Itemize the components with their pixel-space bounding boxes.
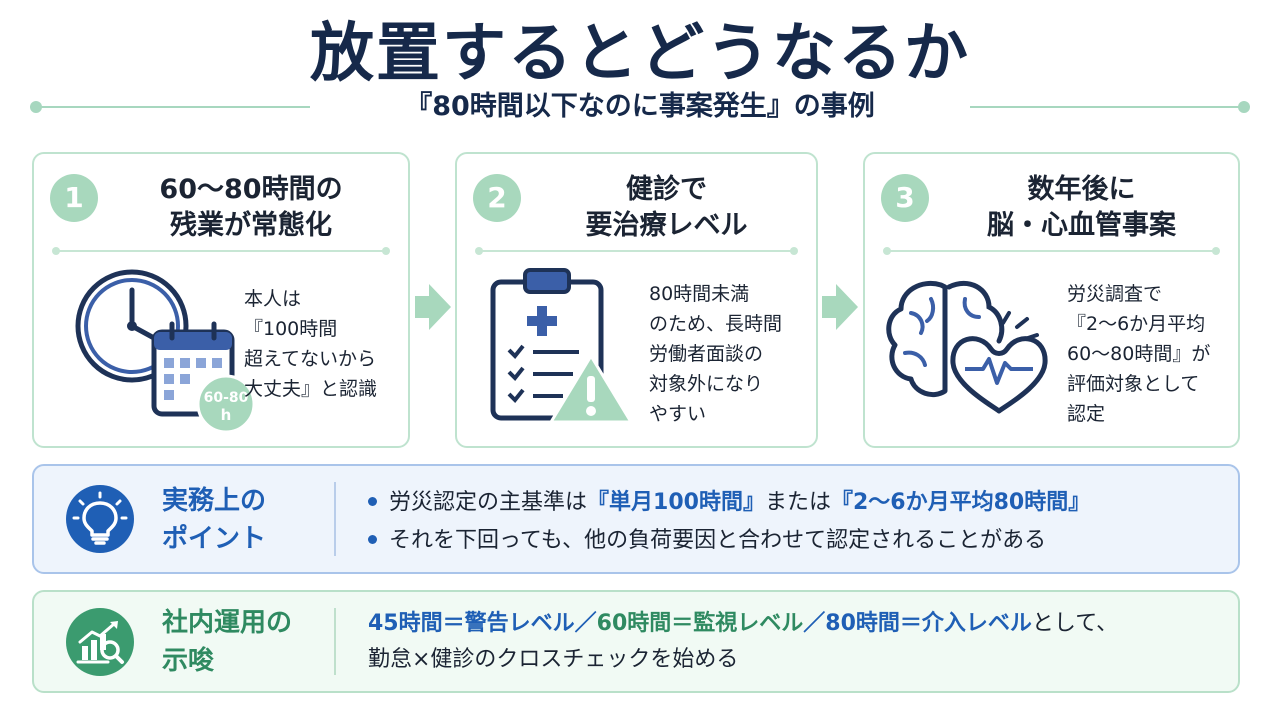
bullet1-highlight-2: 『2〜6か月平均80時間』 — [830, 490, 1091, 515]
step-number-3: 3 — [881, 174, 929, 222]
step-title-1-line2: 残業が常態化 — [170, 210, 332, 241]
ops-separator-2: ／ — [803, 611, 826, 636]
lightbulb-icon — [66, 485, 134, 553]
subtitle-dot-right — [1238, 101, 1250, 113]
page-title: 放置するとどうなるか — [310, 17, 970, 91]
ops-intervene-level: 80時間＝介入レベル — [825, 611, 1032, 636]
bullet1-prefix: 労災認定の主基準は — [389, 490, 588, 515]
practical-point-label: 実務上の ポイント — [162, 486, 267, 554]
internal-ops-panel: 社内運用の 示唆 45時間＝警告レベル／60時間＝監視レベル／80時間＝介入レベ… — [32, 590, 1240, 693]
subtitle-row: 『80時間以下なのに事案発生』の事例 — [30, 92, 1250, 122]
ops-tail: として、 — [1031, 611, 1119, 636]
clock-badge-value: 60-80 — [204, 390, 249, 406]
practical-point-divider — [334, 482, 336, 556]
step-title-2: 健診で 要治療レベル — [527, 172, 806, 244]
step-title-2-line2: 要治療レベル — [585, 210, 748, 241]
ops-separator-1: ／ — [574, 611, 597, 636]
arrow-right-icon — [822, 284, 858, 330]
ops-warning-level: 45時間＝警告レベル — [368, 611, 575, 636]
step-number-2: 2 — [473, 174, 521, 222]
step-divider-2 — [475, 247, 798, 255]
internal-ops-divider — [334, 608, 336, 675]
step-title-2-line1: 健診で — [626, 174, 707, 205]
bullet-dot — [368, 496, 377, 506]
clipboard-warning-icon — [483, 264, 643, 434]
step-card-3: 3 数年後に 脳・心血管事案 労災調査で 『2〜6か月平均 60〜80時間』が … — [863, 152, 1240, 448]
internal-ops-label: 社内運用の 示唆 — [162, 608, 293, 676]
bullet-item-1: 労災認定の主基準は『単月100時間』または『2〜6か月平均80時間』 — [368, 484, 1228, 522]
subtitle-line-right — [970, 106, 1240, 108]
bullet1-highlight-1: 『単月100時間』 — [587, 490, 765, 515]
bullet2-text: それを下回っても、他の負荷要因と合わせて認定されることがある — [389, 528, 1047, 553]
bullet1-mid: または — [764, 490, 831, 515]
clock-calendar-icon: 60-80 h — [54, 264, 256, 434]
step-title-1: 60〜80時間の 残業が常態化 — [104, 172, 398, 244]
bullet-dot — [368, 534, 377, 544]
subtitle-dot-left — [30, 101, 42, 113]
step-card-1: 1 60〜80時間の 残業が常態化 60-80 h 本人は 『100時間 超えて… — [32, 152, 410, 448]
page-subtitle: 『80時間以下なのに事案発生』の事例 — [405, 91, 875, 122]
step-title-1-line1: 60〜80時間の — [159, 174, 343, 205]
step-text-3: 労災調査で 『2〜6か月平均 60〜80時間』が 評価対象として 認定 — [1067, 283, 1211, 425]
step-text-2: 80時間未満 のため、長時間 労働者面談の 対象外になり やすい — [649, 283, 783, 425]
practical-point-bullets: 労災認定の主基準は『単月100時間』または『2〜6か月平均80時間』 それを下回… — [368, 484, 1228, 560]
arrow-right-icon — [415, 284, 451, 330]
bullet-item-2: それを下回っても、他の負荷要因と合わせて認定されることがある — [368, 522, 1228, 560]
chart-magnifier-icon — [66, 608, 134, 676]
clock-badge-unit: h — [221, 406, 232, 424]
step-number-1: 1 — [50, 174, 98, 222]
internal-ops-text: 45時間＝警告レベル／60時間＝監視レベル／80時間＝介入レベルとして、 勤怠×… — [368, 606, 1228, 678]
subtitle-line-left — [40, 106, 310, 108]
step-title-3: 数年後に 脳・心血管事案 — [935, 172, 1228, 244]
ops-monitor-level: 60時間＝監視レベル — [596, 611, 804, 636]
step-divider-1 — [52, 247, 390, 255]
step-text-1: 本人は 『100時間 超えてないから 大丈夫』と認識 — [244, 288, 378, 400]
practical-point-panel: 実務上の ポイント 労災認定の主基準は『単月100時間』または『2〜6か月平均8… — [32, 464, 1240, 574]
step-divider-3 — [883, 247, 1220, 255]
brain-heart-icon — [881, 269, 1051, 429]
internal-ops-line-2: 勤怠×健診のクロスチェックを始める — [368, 647, 739, 672]
step-title-3-line2: 脳・心血管事案 — [987, 210, 1176, 241]
step-title-3-line1: 数年後に — [1027, 174, 1136, 205]
step-card-2: 2 健診で 要治療レベル 80時間未満 のため、長時間 労働者面談の 対象外にな… — [455, 152, 818, 448]
internal-ops-line-1: 45時間＝警告レベル／60時間＝監視レベル／80時間＝介入レベルとして、 — [368, 606, 1228, 642]
